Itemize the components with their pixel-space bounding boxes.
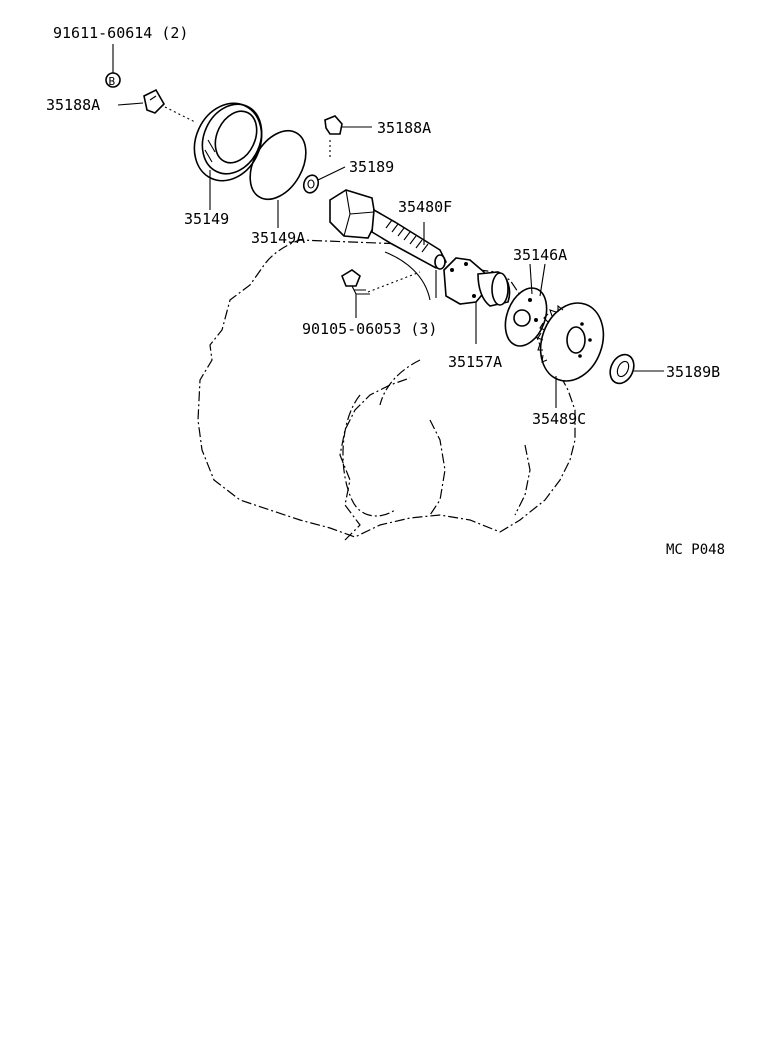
label-35149a: 35149A: [251, 229, 305, 247]
gear-35489c: [537, 302, 605, 408]
circle-b-marker: B: [105, 44, 121, 88]
label-35157a: 35157A: [448, 353, 502, 371]
label-35149: 35149: [184, 210, 229, 228]
clip-35188a-right: [324, 115, 372, 158]
shaft-35480f: [329, 189, 448, 301]
transmission-case-outline: [197, 239, 576, 541]
figure-code: MC P048: [666, 542, 725, 558]
bolt-90105: [341, 269, 421, 318]
sleeve-35157a: [443, 257, 511, 344]
seal-35149: [193, 102, 263, 210]
label-35146a: 35146A: [513, 246, 567, 264]
washer-35189b: [609, 353, 664, 385]
oring-35149a: [249, 129, 307, 228]
label-35189: 35189: [349, 158, 394, 176]
label-90105-06053: 90105-06053 (3): [302, 320, 437, 338]
label-35188a-left: 35188A: [46, 96, 100, 114]
plate-35146a: [504, 263, 548, 347]
clip-35188a-left: [117, 88, 196, 123]
label-35189b: 35189B: [666, 363, 720, 381]
circle-b-letter: B: [109, 75, 116, 88]
label-35480f: 35480F: [398, 198, 452, 216]
clip-35189: [302, 166, 346, 194]
label-91611-60614: 91611-60614 (2): [53, 24, 188, 42]
label-35188a-right: 35188A: [377, 119, 431, 137]
label-35489c: 35489C: [532, 410, 586, 428]
